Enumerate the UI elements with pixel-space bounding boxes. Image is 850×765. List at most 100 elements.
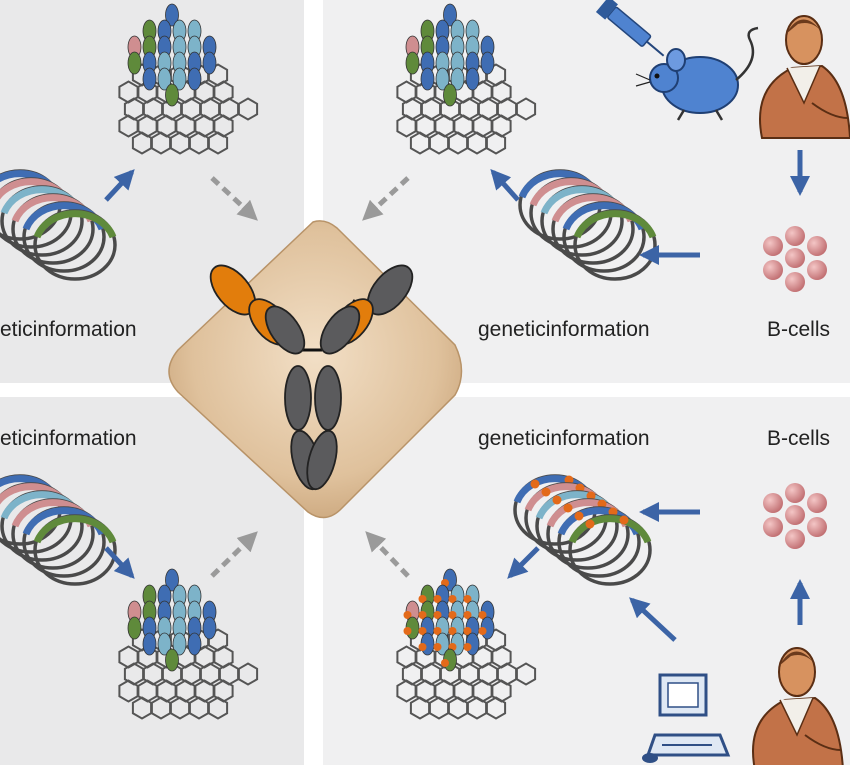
process-arrow	[507, 546, 540, 579]
b-cell	[763, 236, 783, 256]
plasmid-rings-icon	[513, 474, 652, 586]
bead	[157, 632, 172, 656]
b-cell-cluster-icon	[763, 226, 827, 292]
bead	[443, 83, 457, 107]
ring-marker	[574, 511, 584, 521]
ring-marker	[586, 491, 596, 501]
bead	[165, 83, 179, 107]
ring-marker	[597, 499, 607, 509]
hexagon	[207, 696, 229, 720]
hexagon	[428, 131, 450, 155]
hexagon	[188, 696, 210, 720]
ring-marker	[608, 507, 618, 517]
ring-segment	[568, 515, 652, 544]
hexagon	[466, 696, 488, 720]
bead-marker	[478, 627, 487, 635]
hexagon	[118, 679, 139, 703]
b-cell	[763, 517, 783, 537]
ring-marker	[575, 483, 585, 493]
process-arrow	[629, 597, 677, 642]
plasmid-rings-icon	[0, 474, 117, 586]
scientist-icon	[759, 15, 850, 139]
bead	[202, 616, 217, 640]
bead-marker	[441, 659, 449, 667]
dashed-arrow	[365, 531, 410, 578]
hexagon	[515, 97, 537, 121]
b-cell-cluster-icon	[763, 483, 827, 549]
bead	[142, 67, 157, 91]
b-cell	[807, 517, 827, 537]
ring-segment	[33, 515, 117, 544]
label-b-cells-br: B-cells	[767, 427, 831, 450]
label-b-cells-tr: B-cells	[767, 318, 831, 341]
b-cell	[785, 272, 805, 292]
hexagon	[150, 131, 172, 155]
beads-icon	[127, 568, 217, 672]
b-cell	[785, 529, 805, 549]
b-cell	[785, 505, 805, 525]
hexagon	[466, 131, 488, 155]
bead	[465, 67, 480, 91]
bead-marker	[448, 611, 457, 619]
ring-marker	[552, 495, 562, 505]
label-genetic-information-tl: eticinformation	[0, 318, 137, 341]
beads-icon	[405, 3, 495, 107]
antibody-domain	[264, 305, 306, 355]
bead-marker	[463, 611, 472, 619]
beads-icon	[403, 568, 495, 672]
hexagon	[169, 131, 191, 155]
b-cell	[807, 493, 827, 513]
label-genetic-information-tr: geneticinformation	[478, 318, 650, 341]
hexagon	[485, 696, 507, 720]
process-arrow	[490, 169, 520, 202]
bead	[202, 51, 217, 75]
hexagon	[409, 696, 431, 720]
hexagon	[118, 114, 139, 138]
b-cell	[763, 493, 783, 513]
bead-marker	[403, 627, 412, 635]
bead	[165, 568, 179, 592]
hexagon-grid-icon	[396, 3, 537, 155]
dashed-arrow	[362, 176, 410, 221]
computer-icon	[642, 673, 731, 763]
antibody-domain	[306, 429, 338, 491]
antibody-icon	[209, 264, 414, 491]
hexagon	[485, 131, 507, 155]
hexagon	[237, 97, 259, 121]
scientist-icon	[752, 647, 844, 765]
bead-marker	[433, 611, 442, 619]
hexagon	[447, 131, 469, 155]
hexagon	[428, 696, 450, 720]
hexagon	[409, 131, 431, 155]
hexagon	[207, 131, 229, 155]
hexagon	[396, 114, 417, 138]
hexagon	[169, 696, 191, 720]
bead-marker	[418, 595, 427, 603]
b-cell	[807, 260, 827, 280]
bead	[172, 67, 187, 91]
mouse-icon	[635, 26, 759, 121]
plasmid-rings-icon	[518, 169, 657, 281]
bead-marker	[448, 595, 457, 603]
bead	[165, 648, 179, 672]
hexagon	[131, 131, 153, 155]
bead	[157, 67, 172, 91]
bead	[127, 616, 142, 640]
label-genetic-information-bl: eticinformation	[0, 427, 137, 450]
plasmid-rings-icon	[0, 169, 117, 281]
bead-marker	[433, 627, 442, 635]
hexagon	[131, 696, 153, 720]
ring-marker	[541, 487, 551, 497]
b-cell	[785, 483, 805, 503]
dashed-arrow	[210, 176, 258, 221]
hexagon	[237, 662, 259, 686]
bead-marker	[463, 627, 472, 635]
dashed-arrow	[210, 531, 258, 578]
bead-marker	[403, 611, 412, 619]
bead	[187, 632, 202, 656]
antibody-domain	[284, 365, 312, 431]
bead	[450, 67, 465, 91]
bead	[127, 51, 142, 75]
ring-marker	[563, 503, 573, 513]
bead	[480, 51, 495, 75]
